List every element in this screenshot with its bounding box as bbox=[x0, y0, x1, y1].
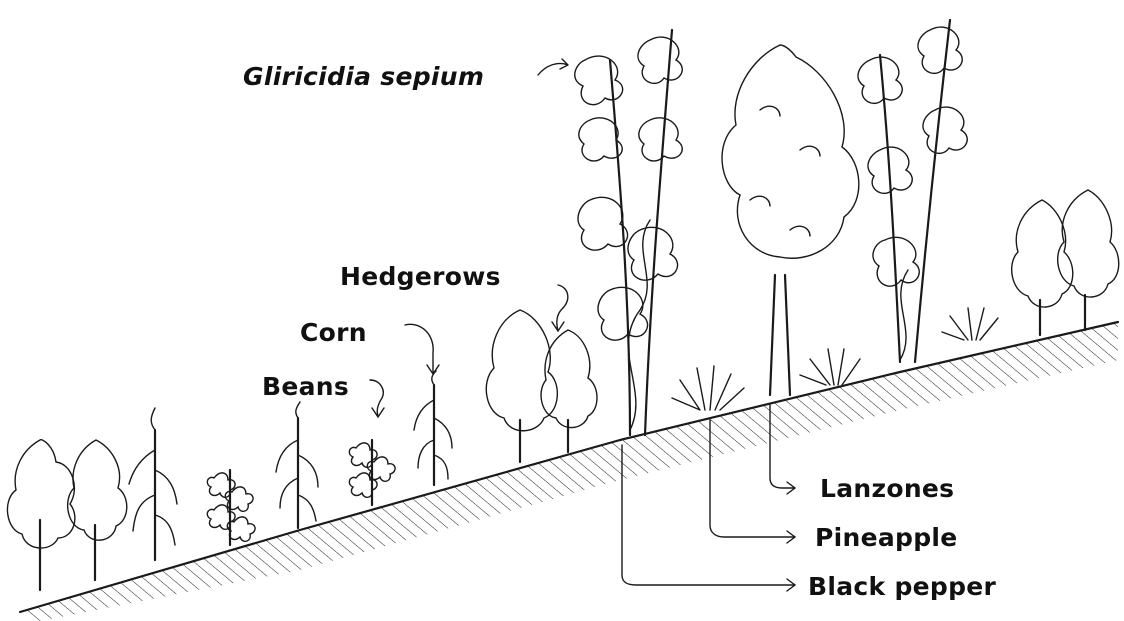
gliricidia-arrow bbox=[538, 59, 568, 75]
gliricidia-tree-1 bbox=[575, 30, 682, 435]
lanzones-tree bbox=[722, 45, 859, 395]
beans-arrow bbox=[370, 380, 384, 417]
hedgerow-shrubs bbox=[486, 310, 597, 462]
gliricidia-tree-2 bbox=[858, 20, 967, 362]
label-corn: Corn bbox=[300, 318, 367, 347]
hedgerow-trees-left bbox=[7, 440, 126, 590]
corn-arrow bbox=[405, 324, 439, 374]
label-hedgerows: Hedgerows bbox=[340, 262, 501, 291]
label-gliricidia-sepium: Gliricidia sepium bbox=[243, 62, 484, 91]
label-lanzones: Lanzones bbox=[820, 474, 954, 503]
hedgerows-arrow bbox=[552, 285, 568, 331]
label-black-pepper: Black pepper bbox=[808, 572, 996, 601]
hedgerow-shrubs-right bbox=[1012, 190, 1119, 335]
label-beans: Beans bbox=[262, 372, 349, 401]
label-pineapple: Pineapple bbox=[815, 523, 958, 552]
